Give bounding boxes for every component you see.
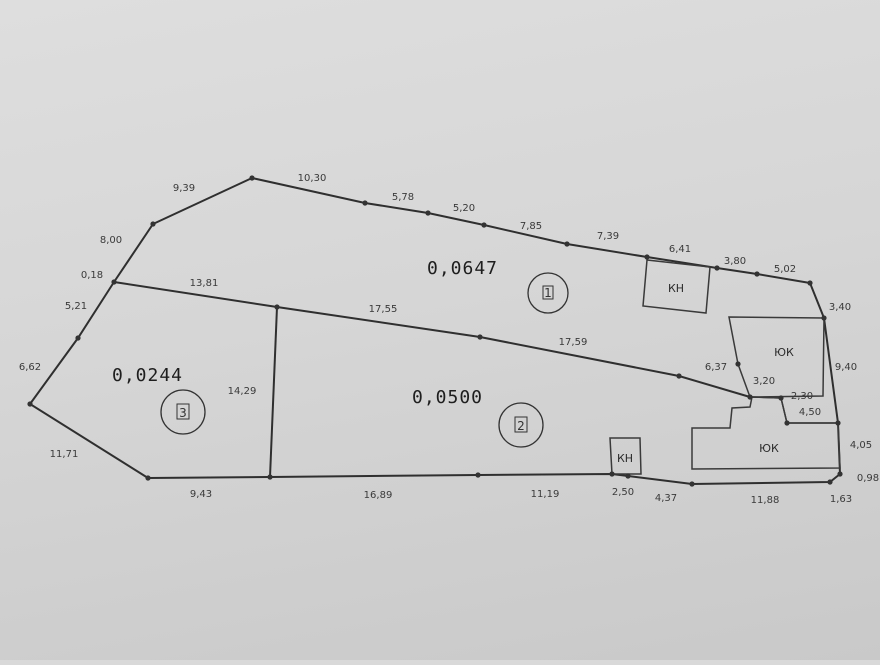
dim-5-78: 5,78 — [392, 192, 414, 203]
dim-0-18: 0,18 — [81, 270, 103, 281]
dim-10-30: 10,30 — [298, 173, 327, 184]
building-kn-top — [642, 259, 711, 314]
dim-7-39: 7,39 — [597, 231, 619, 242]
vertex-point — [481, 222, 487, 228]
vertex-point — [807, 280, 813, 286]
vertex-point — [778, 395, 784, 401]
vertex-point — [735, 361, 741, 367]
plot-2-area: 0,0500 — [412, 387, 483, 408]
vertex-point — [625, 473, 631, 479]
dim-3-80: 3,80 — [724, 256, 746, 267]
vertex-point — [150, 221, 156, 227]
vertex-point — [784, 420, 790, 426]
dim-4-50: 4,50 — [799, 407, 821, 418]
dim-6-37: 6,37 — [705, 362, 727, 373]
vertex-point — [714, 265, 720, 271]
vertex-point — [75, 335, 81, 341]
vertex-point — [676, 373, 682, 379]
dim-14-29: 14,29 — [228, 386, 257, 397]
plot-1-number: 1 — [544, 286, 552, 300]
dim-8-00: 8,00 — [100, 235, 122, 246]
plot-3-number: 3 — [179, 406, 187, 420]
vertex-point — [747, 394, 753, 400]
dim-5-20: 5,20 — [453, 203, 475, 214]
vertex-point — [475, 472, 481, 478]
vertex-point — [821, 315, 827, 321]
dim-2-50: 2,50 — [612, 487, 634, 498]
vertex-point — [827, 479, 833, 485]
vertex-point — [111, 279, 117, 285]
plot-3-area: 0,0244 — [112, 365, 183, 386]
building-yuk-top-label: ЮК — [774, 346, 794, 359]
building-kn-bottom-label: КН — [617, 452, 633, 465]
plot-3-marker: 3 — [160, 389, 206, 435]
dim-6-62: 6,62 — [19, 362, 41, 373]
vertex-point — [27, 401, 33, 407]
dim-3-20: 3,20 — [753, 376, 775, 387]
building-kn-bottom — [609, 437, 642, 475]
dim-5-02: 5,02 — [774, 264, 796, 275]
building-yuk-top — [728, 316, 825, 398]
dim-11-19: 11,19 — [531, 489, 560, 500]
dimension-labels: 9,39 10,30 5,78 5,20 7,85 7,39 6,41 3,80… — [19, 173, 879, 506]
dim-17-55: 17,55 — [369, 304, 398, 315]
building-kn-top-label: КН — [668, 282, 684, 295]
dim-9-43: 9,43 — [190, 489, 212, 500]
dim-4-05: 4,05 — [850, 440, 872, 451]
vertex-point — [754, 271, 760, 277]
dim-13-81: 13,81 — [190, 278, 219, 289]
dim-9-39: 9,39 — [173, 183, 195, 194]
dim-16-89: 16,89 — [364, 490, 393, 501]
plot-2-marker: 2 — [498, 402, 544, 448]
vertex-point — [145, 475, 151, 481]
boundary-plot-1-divider — [113, 281, 751, 398]
dim-4-37: 4,37 — [655, 493, 677, 504]
vertex-point — [837, 471, 843, 477]
dim-0-98: 0,98 — [857, 473, 879, 484]
dim-11-88: 11,88 — [751, 495, 780, 506]
boundary-west — [28, 177, 253, 479]
vertex-point — [609, 471, 615, 477]
boundary-south — [147, 472, 841, 486]
dim-9-40: 9,40 — [835, 362, 857, 373]
dim-1-63: 1,63 — [830, 494, 852, 505]
vertex-point — [267, 474, 273, 480]
plot-1-marker: 1 — [527, 272, 569, 314]
vertex-point — [249, 175, 255, 181]
vertex-point — [644, 254, 650, 260]
vertex-point — [425, 210, 431, 216]
dim-11-71: 11,71 — [50, 449, 79, 460]
vertex-point — [362, 200, 368, 206]
vertex-point — [477, 334, 483, 340]
dim-5-21: 5,21 — [65, 301, 87, 312]
plot-1-area: 0,0647 — [427, 258, 498, 279]
plot-2-number: 2 — [517, 419, 525, 433]
dim-3-40: 3,40 — [829, 302, 851, 313]
dim-7-85: 7,85 — [520, 221, 542, 232]
building-yuk-bottom-label: ЮК — [759, 442, 779, 455]
dim-2-30: 2,30 — [791, 391, 813, 402]
dim-17-59: 17,59 — [559, 337, 588, 348]
vertex-point — [564, 241, 570, 247]
vertex-point — [689, 481, 695, 487]
vertices — [27, 175, 843, 487]
vertex-point — [835, 420, 841, 426]
dim-6-41: 6,41 — [669, 244, 691, 255]
boundary-plot-2-3-divider — [269, 306, 278, 478]
vertex-point — [274, 304, 280, 310]
